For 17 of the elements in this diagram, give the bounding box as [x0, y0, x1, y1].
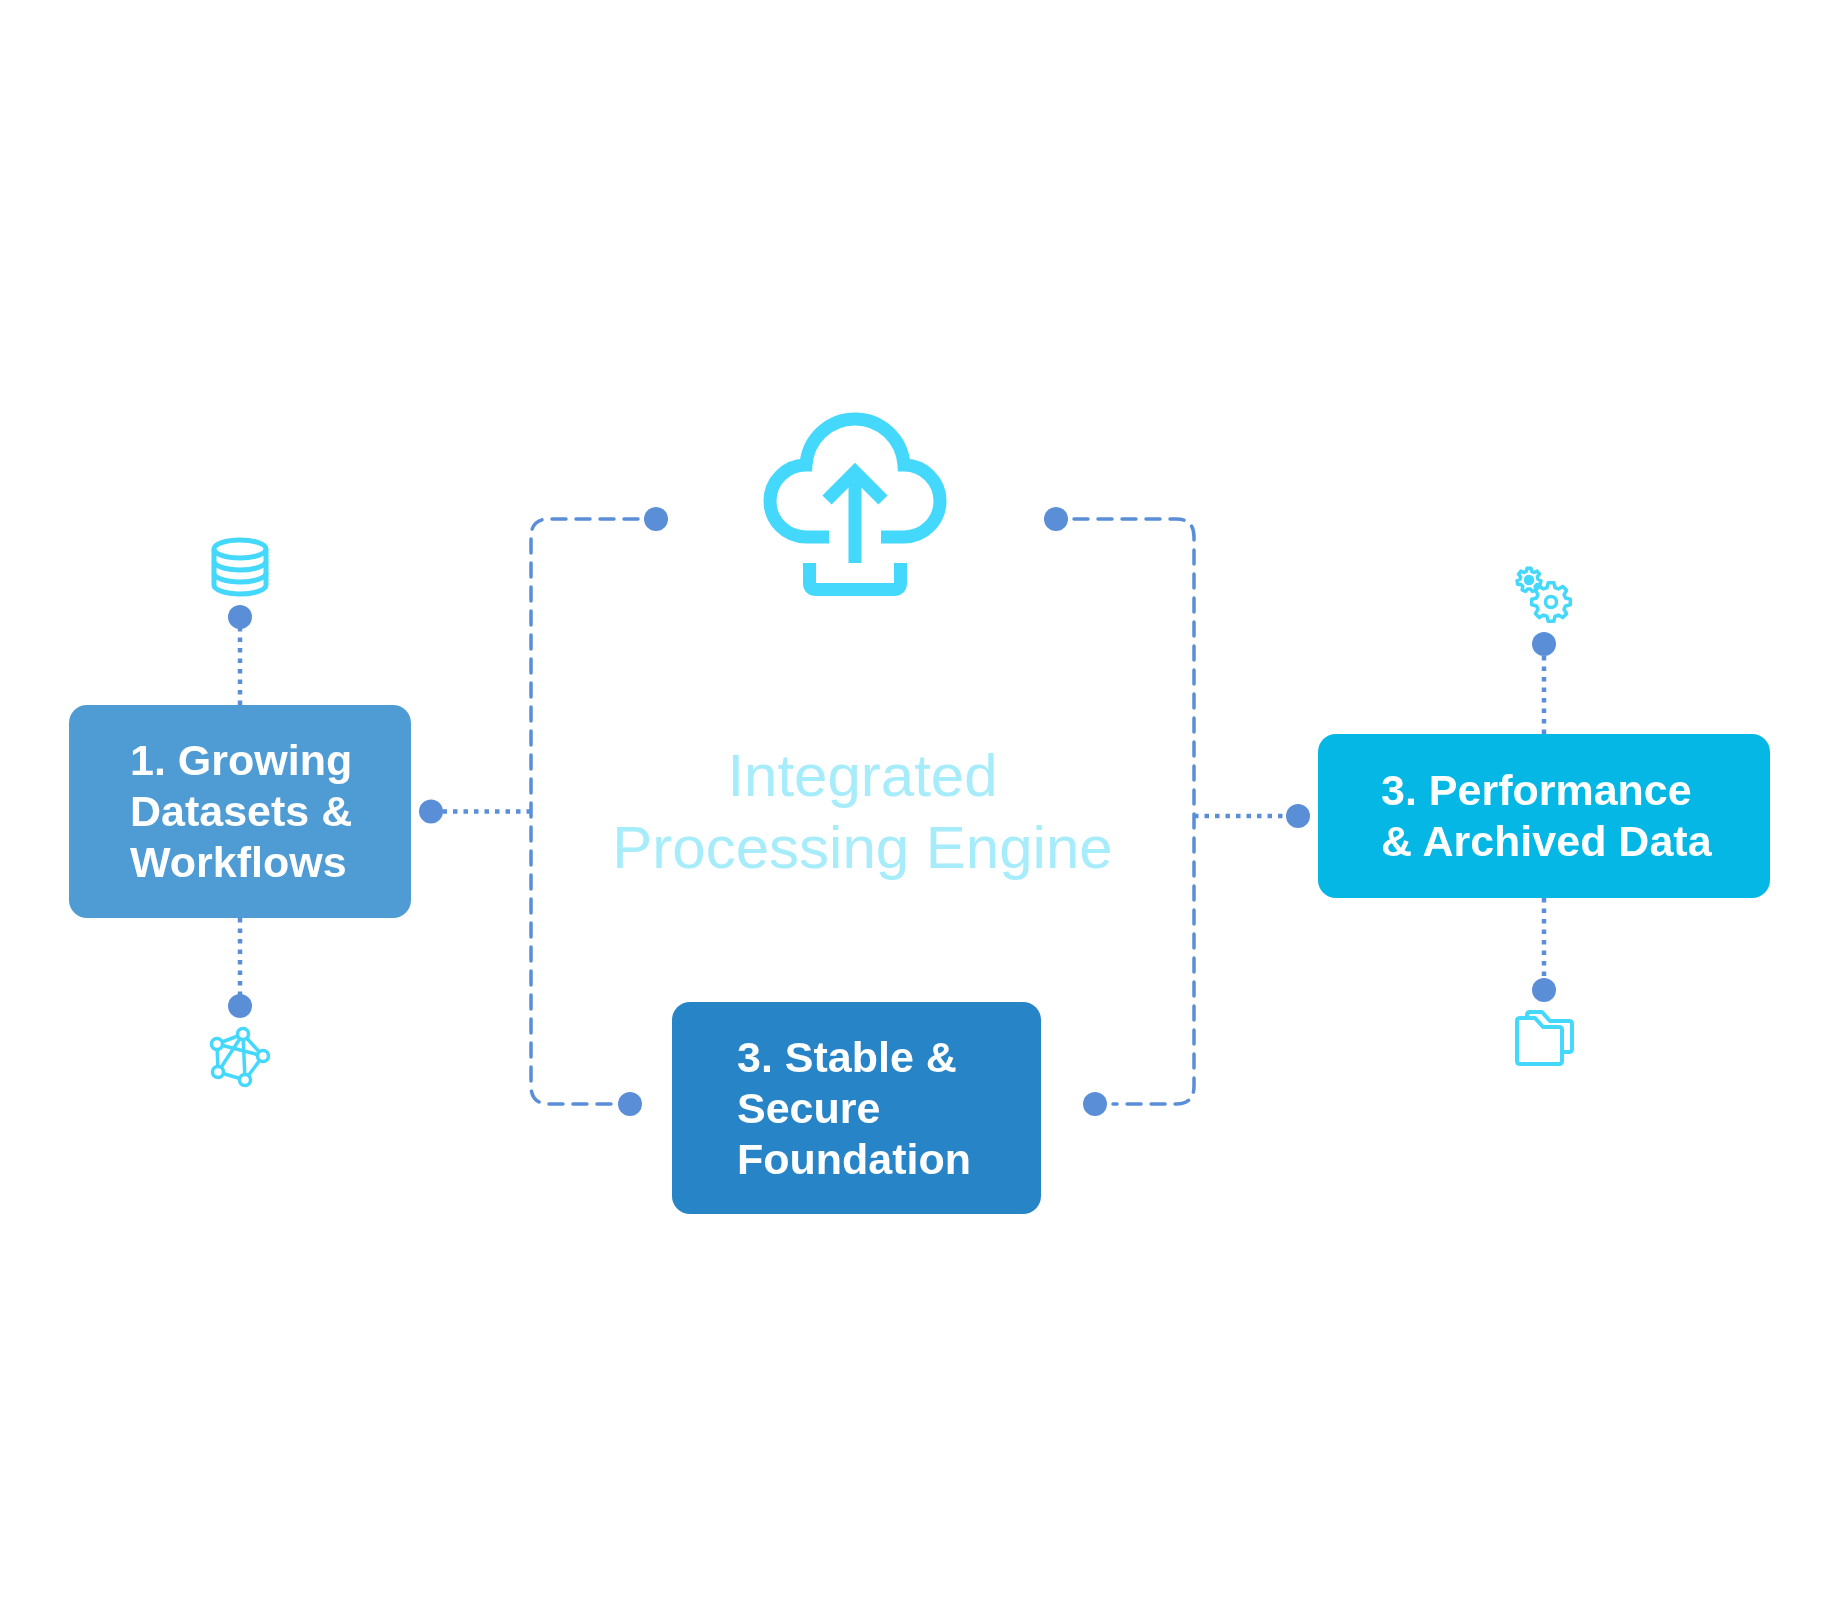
dotted-connector	[1532, 632, 1556, 734]
gears-icon	[1515, 566, 1573, 624]
database-icon	[210, 537, 270, 597]
dotted-connector	[1532, 898, 1556, 1002]
dotted-connector	[1194, 804, 1310, 828]
process-box	[69, 705, 411, 918]
folders-icon	[1513, 1010, 1575, 1066]
node-label: 1. Growing Datasets & Workflows	[130, 735, 354, 888]
dotted-connector	[228, 605, 252, 705]
frame-title: Integrated Processing Engine	[611, 740, 1114, 883]
dotted-connector	[228, 918, 252, 1018]
node-label: 3. Stable & Secure Foundation	[737, 1031, 973, 1185]
node-label: 3. Performance & Archived Data	[1381, 765, 1713, 867]
network-icon	[209, 1026, 271, 1088]
dotted-connector	[419, 799, 531, 824]
process-box	[672, 1002, 1041, 1214]
process-box	[1318, 734, 1770, 898]
